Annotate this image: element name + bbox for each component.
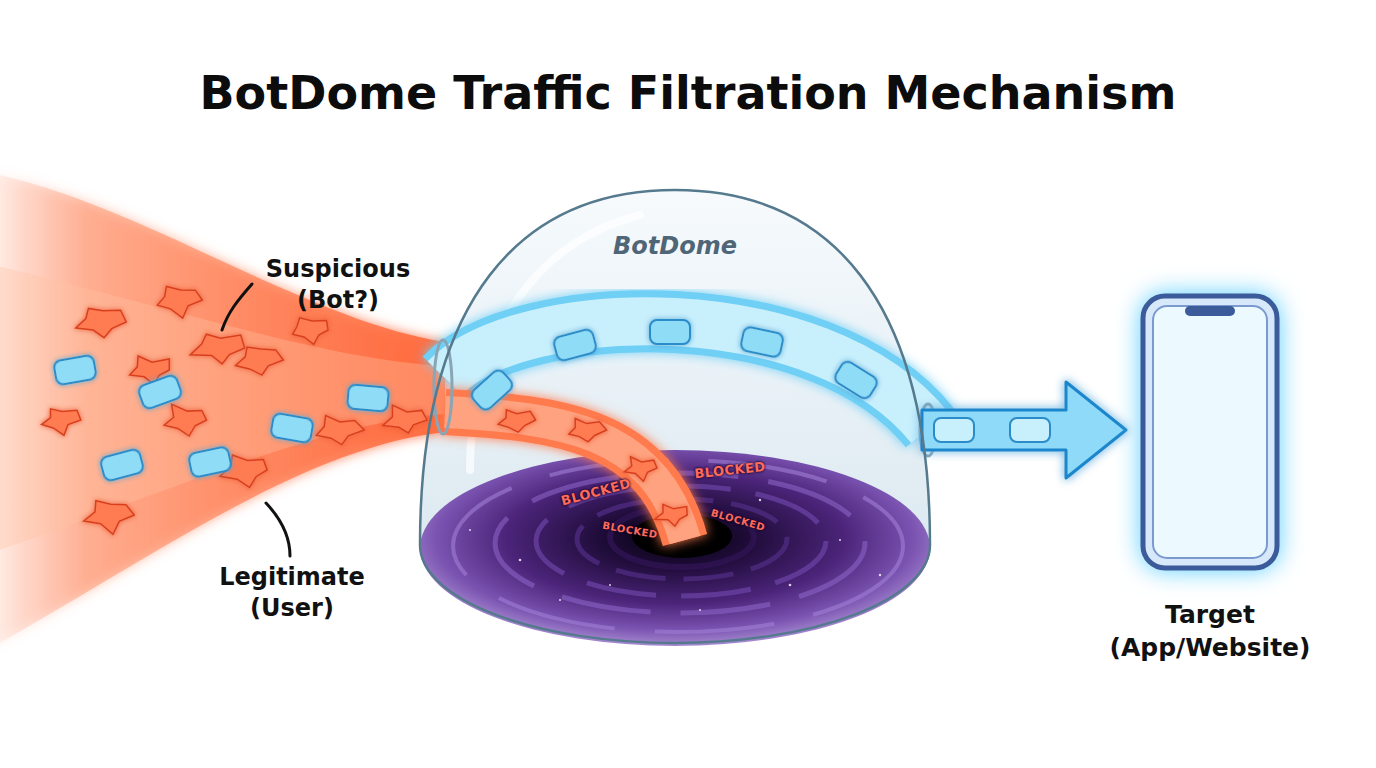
user-packet bbox=[53, 355, 97, 386]
bot-packet bbox=[655, 504, 687, 526]
target-label: Target (App/Website) bbox=[1085, 599, 1335, 664]
bot-packet bbox=[498, 410, 535, 432]
target-device-outline bbox=[1140, 293, 1280, 571]
bot-packet bbox=[42, 409, 81, 435]
bot-dome: BotDome bbox=[418, 188, 932, 646]
user-packet bbox=[1010, 418, 1050, 442]
leader-line bbox=[266, 503, 290, 556]
bot-packet bbox=[236, 347, 284, 375]
title: BotDome Traffic Filtration Mechanism bbox=[0, 68, 1376, 119]
user-packet-body bbox=[650, 320, 690, 344]
user-packet-body bbox=[833, 359, 880, 401]
star bbox=[609, 584, 611, 586]
bot-packet bbox=[157, 286, 202, 318]
blocked-tag: BLOCKED bbox=[710, 507, 767, 533]
user-packet-body bbox=[553, 328, 598, 362]
user-packet-body bbox=[270, 413, 314, 444]
user-packet bbox=[740, 326, 784, 358]
user-packet-body bbox=[100, 448, 145, 482]
user-packet bbox=[934, 418, 974, 442]
user-packet bbox=[553, 328, 598, 362]
star bbox=[559, 599, 561, 601]
user-packet bbox=[833, 359, 880, 401]
user-packet bbox=[650, 320, 690, 344]
leader-line bbox=[222, 284, 252, 330]
blocked-tag: BLOCKED bbox=[694, 459, 767, 481]
bot-packet bbox=[316, 415, 364, 444]
bot-packet bbox=[164, 404, 206, 436]
user-packet-body bbox=[740, 326, 784, 358]
phone-screen bbox=[1153, 306, 1267, 558]
bot-packet bbox=[293, 318, 328, 345]
star bbox=[839, 539, 841, 541]
blocked-tag: BLOCKED bbox=[559, 475, 632, 508]
star bbox=[789, 584, 792, 587]
bot-packet bbox=[84, 501, 134, 535]
star bbox=[469, 529, 471, 531]
user-packet-body bbox=[137, 374, 183, 410]
dome-outline bbox=[420, 190, 930, 643]
user-packet bbox=[137, 374, 183, 410]
blocked-tag: BLOCKED bbox=[602, 520, 659, 541]
bot-packet bbox=[383, 405, 427, 433]
user-packet-body bbox=[469, 368, 515, 413]
incoming-traffic-stream bbox=[0, 170, 445, 660]
bot-packet bbox=[190, 334, 244, 364]
user-packet-body bbox=[347, 384, 389, 411]
star bbox=[879, 574, 881, 576]
user-packet-body bbox=[53, 355, 97, 386]
flow-arrow bbox=[922, 382, 1126, 478]
bot-packet bbox=[569, 418, 607, 441]
bot-packet bbox=[76, 308, 126, 337]
user-packet bbox=[469, 368, 515, 413]
star bbox=[519, 559, 522, 562]
star bbox=[759, 499, 761, 501]
star bbox=[699, 609, 701, 611]
blocked-tube-core bbox=[445, 412, 685, 540]
callout-label: Suspicious (Bot?) bbox=[248, 254, 428, 316]
user-packet bbox=[347, 384, 389, 411]
blocked-tube bbox=[445, 412, 685, 540]
target-device: Target (App/Website) bbox=[1140, 293, 1280, 571]
user-packet bbox=[188, 446, 232, 478]
user-packet bbox=[100, 448, 145, 482]
user-packet bbox=[270, 413, 314, 444]
phone-notch bbox=[1185, 306, 1235, 316]
phone-body bbox=[1143, 296, 1277, 568]
dome-name: BotDome bbox=[613, 232, 737, 260]
callout-label: Legitimate (User) bbox=[200, 562, 385, 624]
user-packet-body bbox=[188, 446, 232, 478]
